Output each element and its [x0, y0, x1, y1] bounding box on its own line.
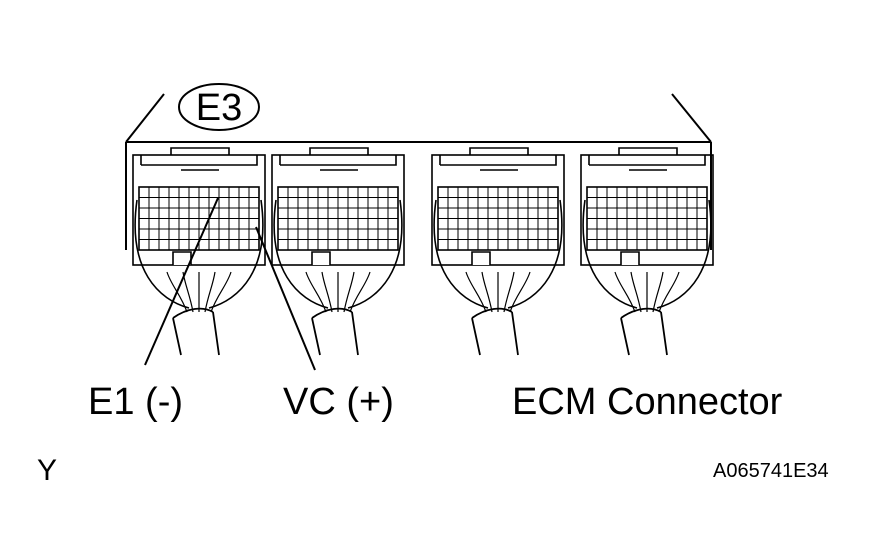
block-key [620, 251, 640, 265]
wire [343, 271, 355, 313]
wire-loop [433, 199, 563, 309]
leader-vc [255, 226, 316, 371]
wire [630, 271, 642, 313]
connector-id-label: E3 [195, 87, 243, 129]
block-body [132, 154, 266, 266]
wire [658, 271, 680, 313]
leader-e1 [144, 197, 219, 366]
wire [652, 271, 664, 313]
wire [614, 271, 636, 313]
figure-code: A065741E34 [713, 460, 829, 482]
cable-sheath [311, 307, 359, 356]
block-latch [279, 147, 397, 166]
leader-lines [144, 197, 316, 371]
block-latch [439, 147, 557, 166]
orientation-mark: Y [37, 454, 58, 487]
cable-sheath [471, 307, 519, 356]
connector-block [580, 147, 714, 356]
block-body [580, 154, 714, 266]
wire [305, 271, 327, 313]
connector-block [431, 147, 565, 356]
wire [509, 271, 531, 313]
block-latch [588, 147, 706, 166]
connector-badge-outline [178, 83, 260, 131]
block-body [431, 154, 565, 266]
connector-block [271, 147, 405, 356]
wire [210, 271, 232, 313]
wire [481, 271, 493, 313]
e1-label: E1 (-) [88, 381, 183, 423]
cable-sheath [172, 307, 220, 356]
wire-loop [134, 199, 264, 309]
wire [166, 271, 188, 313]
block-key [471, 251, 491, 265]
block-key [311, 251, 331, 265]
wire-loop [582, 199, 712, 309]
block-latch [140, 147, 258, 166]
vc-label: VC (+) [283, 381, 394, 423]
block-key [172, 251, 192, 265]
connector-block [132, 147, 266, 356]
cable-sheath [620, 307, 668, 356]
wire [349, 271, 371, 313]
wire [321, 271, 333, 313]
connector-blocks [132, 147, 714, 356]
housing-outline [125, 93, 712, 250]
wire-loop [273, 199, 403, 309]
wire [503, 271, 515, 313]
ecm-connector-title: ECM Connector [512, 381, 783, 423]
wire [465, 271, 487, 313]
block-body [271, 154, 405, 266]
wire [204, 271, 216, 313]
